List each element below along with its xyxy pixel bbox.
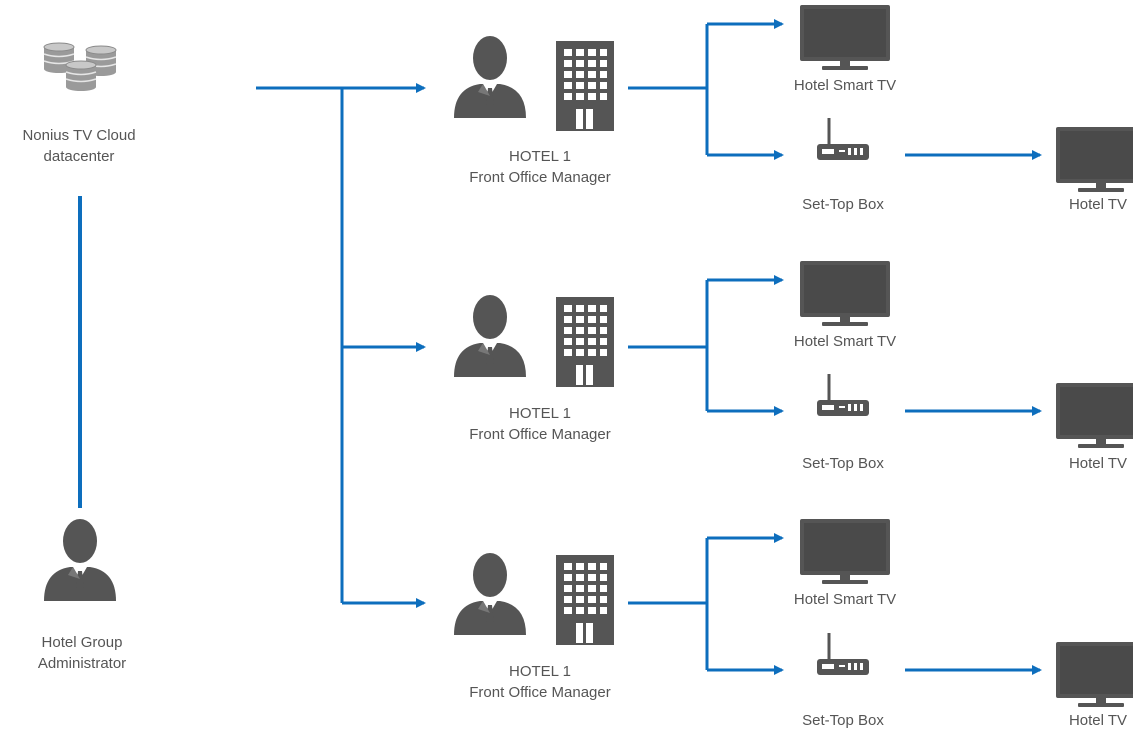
- administrator-label-line2: Administrator: [37, 655, 127, 672]
- set-top-box-label: Set-Top Box: [802, 455, 884, 472]
- datacenter-label: Nonius TV Cloud datacenter: [22, 125, 135, 167]
- administrator-label-line1: Hotel Group: [41, 634, 123, 651]
- smart-tv-label: Hotel Smart TV: [793, 591, 897, 608]
- tv-label: Hotel TV: [1068, 712, 1128, 729]
- trunk-connector: [256, 83, 426, 608]
- manager-person-icon: [454, 553, 526, 635]
- set-top-box-label: Set-Top Box: [802, 712, 884, 729]
- administrator-label: Hotel Group Administrator: [38, 632, 126, 674]
- hotel-role: Front Office Manager: [469, 169, 611, 186]
- tv-label: Hotel TV: [1068, 455, 1128, 472]
- hotel-name: HOTEL 1: [509, 405, 571, 422]
- building-icon: [556, 41, 614, 131]
- datacenter-label-line2: datacenter: [43, 148, 115, 165]
- smart-tv-icon: [800, 519, 890, 584]
- tv-icon: [1056, 642, 1133, 707]
- tv-label: Hotel TV: [1068, 196, 1128, 213]
- hotel-manager-label: HOTEL 1 Front Office Manager: [469, 403, 610, 445]
- smart-tv-icon: [800, 261, 890, 326]
- set-top-box-icon: [815, 116, 871, 162]
- database-icon: [43, 42, 117, 92]
- set-top-box-label: Set-Top Box: [802, 196, 884, 213]
- hotel-connector: [628, 19, 1042, 160]
- smart-tv-label: Hotel Smart TV: [793, 77, 897, 94]
- hotel-group-3: [454, 519, 1133, 707]
- tv-icon: [1056, 127, 1133, 192]
- hotel-group-1: [454, 5, 1133, 192]
- manager-person-icon: [454, 36, 526, 118]
- smart-tv-label: Hotel Smart TV: [793, 333, 897, 350]
- building-icon: [556, 297, 614, 387]
- tv-icon: [1056, 383, 1133, 448]
- smart-tv-icon: [800, 5, 890, 70]
- hotel-name: HOTEL 1: [509, 148, 571, 165]
- admin-person-icon: [44, 519, 116, 601]
- set-top-box-icon: [815, 631, 871, 677]
- hotel-manager-label: HOTEL 1 Front Office Manager: [469, 146, 610, 188]
- manager-person-icon: [454, 295, 526, 377]
- hotel-name: HOTEL 1: [509, 663, 571, 680]
- hotel-group-2: [454, 261, 1133, 448]
- hotel-manager-label: HOTEL 1 Front Office Manager: [469, 661, 610, 703]
- hotel-connector: [628, 533, 1042, 675]
- hotel-role: Front Office Manager: [469, 684, 611, 701]
- hotel-connector: [628, 275, 1042, 416]
- set-top-box-icon: [815, 372, 871, 418]
- datacenter-label-line1: Nonius TV Cloud: [22, 127, 136, 144]
- hotel-role: Front Office Manager: [469, 426, 611, 443]
- building-icon: [556, 555, 614, 645]
